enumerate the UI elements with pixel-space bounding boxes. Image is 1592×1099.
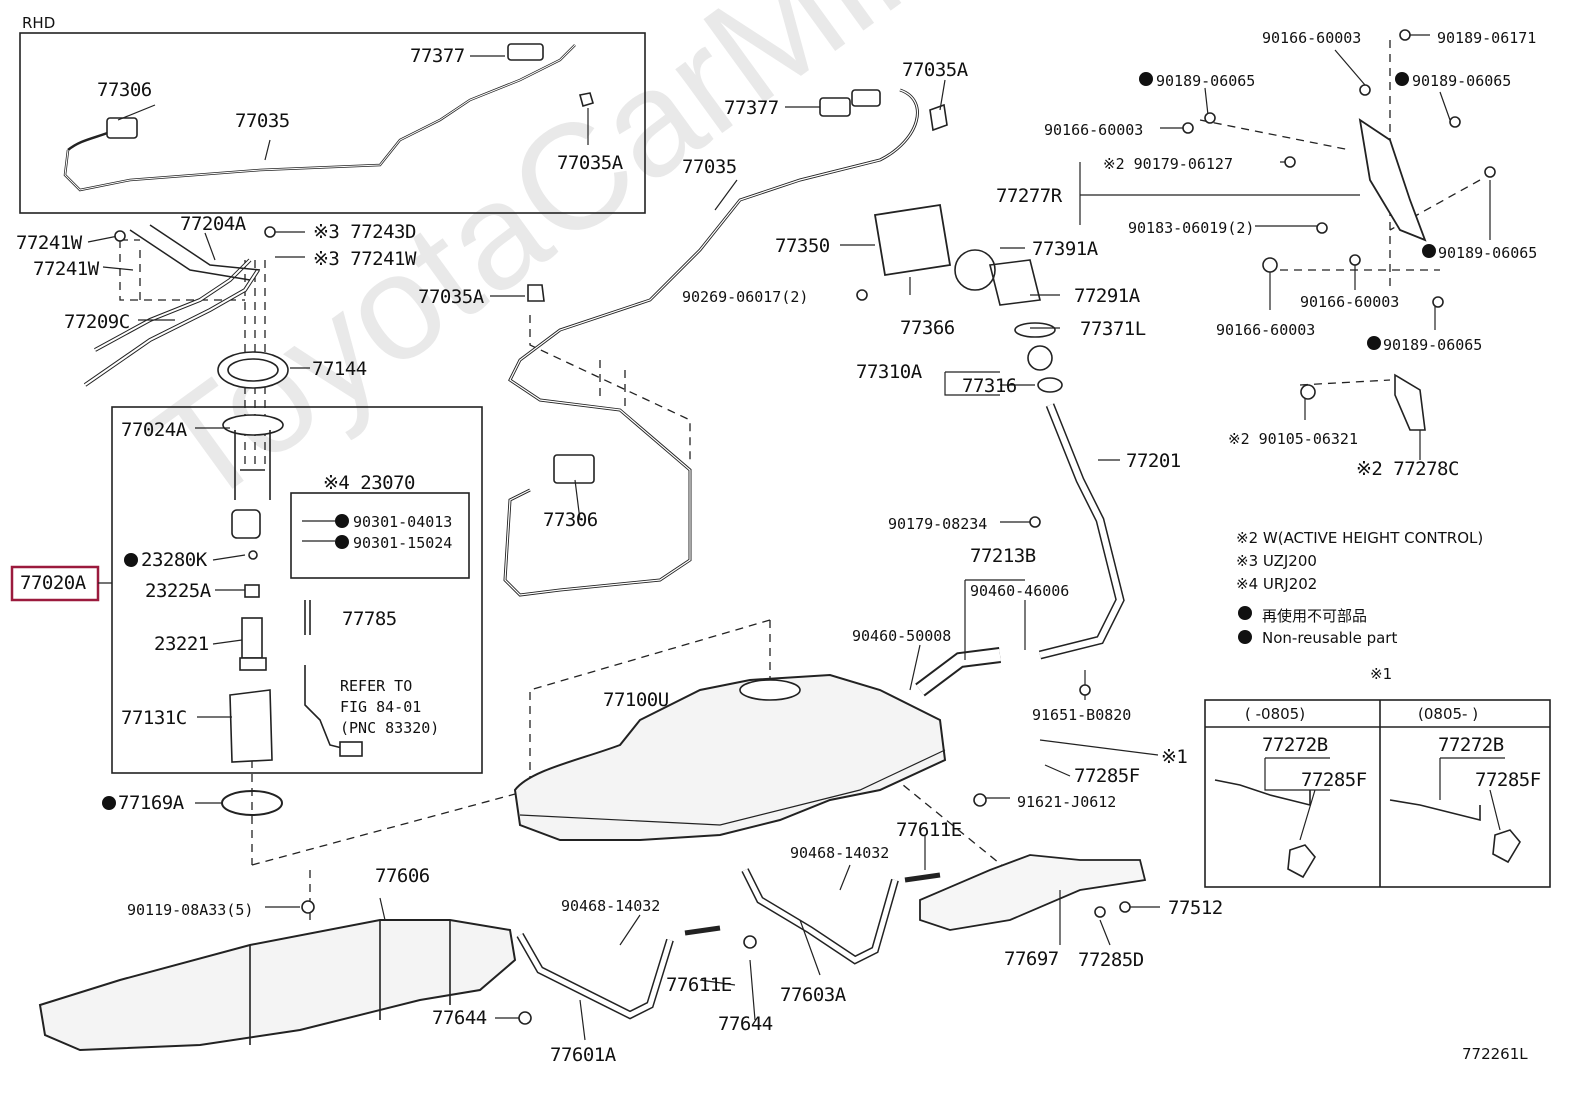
legend-non-reusable-en: Non-reusable part — [1262, 629, 1398, 647]
part-77285F[interactable]: 77285F — [1074, 765, 1140, 787]
part-77278C[interactable]: ※2 77278C — [1356, 458, 1459, 480]
part-91621-J0612[interactable]: 91621-J0612 — [1017, 793, 1117, 811]
part-77024A[interactable]: 77024A — [121, 419, 187, 441]
part-77644-b[interactable]: 77644 — [718, 1013, 773, 1035]
part-77285F-b[interactable]: 77285F — [1475, 769, 1541, 791]
part-77606[interactable]: 77606 — [375, 865, 430, 887]
legend-note-2: ※2 W(ACTIVE HEIGHT CONTROL) — [1236, 529, 1484, 547]
legend-non-reusable-jp: 再使用不可部品 — [1262, 607, 1368, 625]
refer-line-3: (PNC 83320) — [340, 719, 440, 737]
part-77213B[interactable]: 77213B — [970, 545, 1036, 567]
part-77785[interactable]: 77785 — [342, 608, 397, 630]
part-90468-14032-a[interactable]: 90468-14032 — [790, 844, 890, 862]
part-77377[interactable]: 77377 — [724, 97, 779, 119]
part-77035A-mid[interactable]: 77035A — [418, 286, 484, 308]
part-90189-06065-d[interactable]: 90189-06065 — [1383, 336, 1483, 354]
part-77201[interactable]: 77201 — [1126, 450, 1181, 472]
part-77306[interactable]: 77306 — [543, 509, 598, 531]
part-91651-B0820[interactable]: 91651-B0820 — [1032, 706, 1132, 724]
part-77241W-a[interactable]: 77241W — [16, 232, 82, 254]
part-77204A[interactable]: 77204A — [180, 213, 246, 235]
part-77611E-b[interactable]: 77611E — [666, 974, 732, 996]
part-77241W-b[interactable]: 77241W — [33, 258, 99, 280]
legend-note-4: ※4 URJ202 — [1236, 575, 1318, 593]
part-77285F-mark: ※1 — [1161, 746, 1188, 768]
part-90189-06065-c[interactable]: 90189-06065 — [1438, 244, 1538, 262]
part-90166-60003-b[interactable]: 90166-60003 — [1044, 121, 1144, 139]
part-90119-08A33[interactable]: 90119-08A33(5) — [127, 901, 254, 919]
part-90105-06321[interactable]: ※2 90105-06321 — [1228, 430, 1358, 448]
part-90301-15024[interactable]: 90301-15024 — [353, 534, 453, 552]
part-77601A[interactable]: 77601A — [550, 1044, 616, 1066]
part-23070[interactable]: ※4 23070 — [323, 472, 416, 494]
part-77272B-a[interactable]: 77272B — [1262, 734, 1328, 756]
part-90301-04013[interactable]: 90301-04013 — [353, 513, 453, 531]
refer-line-2: FIG 84-01 — [340, 698, 422, 716]
part-77100U[interactable]: 77100U — [603, 689, 669, 711]
part-77316[interactable]: 77316 — [962, 375, 1017, 397]
part-77310A[interactable]: 77310A — [856, 361, 922, 383]
table-mark: ※1 — [1370, 665, 1393, 683]
rhd-box — [19, 32, 646, 214]
part-90460-46006[interactable]: 90460-46006 — [970, 582, 1070, 600]
part-77291A[interactable]: 77291A — [1074, 285, 1140, 307]
part-90166-60003-c[interactable]: 90166-60003 — [1300, 293, 1400, 311]
part-77371L[interactable]: 77371L — [1080, 318, 1146, 340]
part-77697[interactable]: 77697 — [1004, 948, 1059, 970]
refer-line-1: REFER TO — [340, 677, 413, 695]
part-77644-a[interactable]: 77644 — [432, 1007, 487, 1029]
part-23225A[interactable]: 23225A — [145, 580, 211, 602]
legend-note-3: ※3 UZJ200 — [1236, 552, 1317, 570]
part-23221[interactable]: 23221 — [154, 633, 209, 655]
part-77512[interactable]: 77512 — [1168, 897, 1223, 919]
part-77035A-top[interactable]: 77035A — [902, 59, 968, 81]
part-90189-06171[interactable]: 90189-06171 — [1437, 29, 1537, 47]
part-77272B-b[interactable]: 77272B — [1438, 734, 1504, 756]
part-77285F-a[interactable]: 77285F — [1301, 769, 1367, 791]
table-col-2: (0805- ) — [1418, 705, 1479, 723]
part-77277R[interactable]: 77277R — [996, 185, 1062, 207]
part-90269-06017[interactable]: 90269-06017(2) — [682, 288, 809, 306]
part-77144[interactable]: 77144 — [312, 358, 367, 380]
part-77306-rhd[interactable]: 77306 — [97, 79, 152, 101]
rhd-label: RHD — [22, 14, 56, 32]
part-90166-60003-a[interactable]: 90166-60003 — [1262, 29, 1362, 47]
part-90189-06065-a[interactable]: 90189-06065 — [1156, 72, 1256, 90]
table-col-1: ( -0805) — [1245, 705, 1306, 723]
part-77243D[interactable]: ※3 77243D — [313, 221, 416, 243]
part-90179-06127[interactable]: ※2 90179-06127 — [1103, 155, 1233, 173]
part-77169A[interactable]: 77169A — [118, 792, 184, 814]
part-77241W-c[interactable]: ※3 77241W — [313, 248, 416, 270]
part-77131C[interactable]: 77131C — [121, 707, 187, 729]
part-77035A-rhd[interactable]: 77035A — [557, 152, 623, 174]
part-90166-60003-d[interactable]: 90166-60003 — [1216, 321, 1316, 339]
part-90183-06019[interactable]: 90183-06019(2) — [1128, 219, 1255, 237]
part-77377-rhd[interactable]: 77377 — [410, 45, 465, 67]
part-90179-08234[interactable]: 90179-08234 — [888, 515, 988, 533]
part-77603A[interactable]: 77603A — [780, 984, 846, 1006]
part-77366[interactable]: 77366 — [900, 317, 955, 339]
part-77035[interactable]: 77035 — [682, 156, 737, 178]
part-77350[interactable]: 77350 — [775, 235, 830, 257]
part-90189-06065-b[interactable]: 90189-06065 — [1412, 72, 1512, 90]
part-77209C[interactable]: 77209C — [64, 311, 130, 333]
part-77285D[interactable]: 77285D — [1078, 949, 1144, 971]
part-90468-14032-b[interactable]: 90468-14032 — [561, 897, 661, 915]
part-77020A[interactable]: 77020A — [20, 572, 86, 594]
part-77035-rhd[interactable]: 77035 — [235, 110, 290, 132]
diagram-id: 772261L — [1462, 1045, 1528, 1063]
part-77611E-a[interactable]: 77611E — [896, 819, 962, 841]
part-90460-50008[interactable]: 90460-50008 — [852, 627, 952, 645]
part-23280K[interactable]: 23280K — [141, 549, 207, 571]
part-77391A[interactable]: 77391A — [1032, 238, 1098, 260]
